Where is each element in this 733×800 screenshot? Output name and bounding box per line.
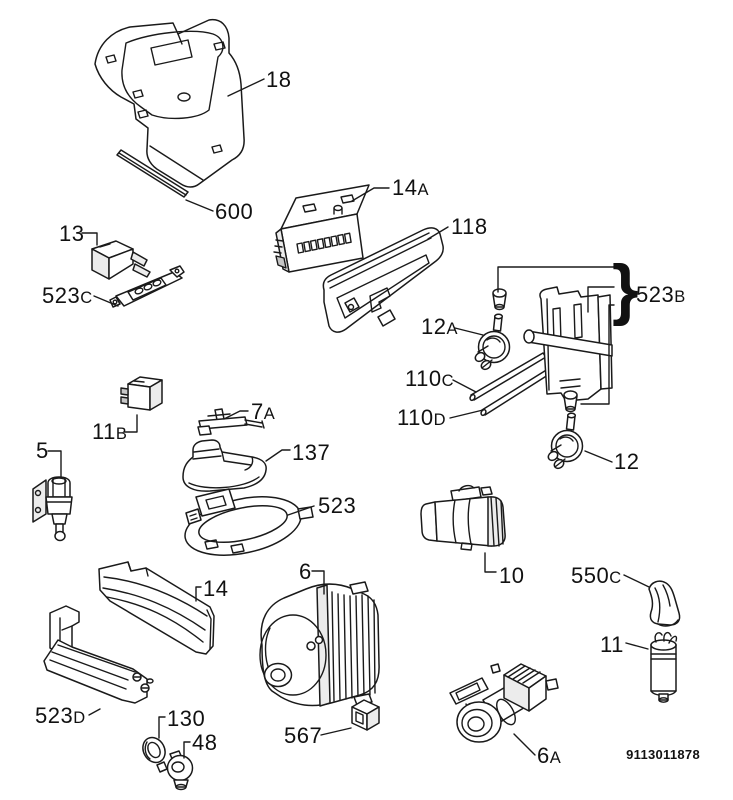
leader-14 <box>195 586 202 602</box>
label-18: 18 <box>266 67 291 92</box>
label-118: 118 <box>451 214 488 239</box>
part-12-solenoid-valve <box>547 412 584 470</box>
leader-137 <box>265 449 291 462</box>
label-523b: 523B <box>636 282 686 307</box>
label-523: 523 <box>318 493 356 518</box>
part-14-side-panel <box>98 561 215 655</box>
part-5-valve <box>32 476 73 542</box>
part-118-panel-frame <box>322 227 444 333</box>
leader-10 <box>484 552 497 573</box>
label-550c: 550C <box>571 563 622 588</box>
part-10-cylinder-assembly <box>420 484 506 551</box>
label-14: 14 <box>203 576 228 601</box>
label-11b: 11B <box>92 419 127 444</box>
leader-5 <box>47 450 62 478</box>
label-12a: 12A <box>421 314 458 339</box>
label-13: 13 <box>59 221 84 246</box>
part-6a-drain-pump <box>449 663 559 743</box>
part-7a-clip <box>197 408 265 436</box>
part-523-mount-frame <box>184 488 314 556</box>
leader-lines <box>47 78 650 759</box>
label-600: 600 <box>215 199 253 224</box>
part-523b-bracket-assembly <box>492 286 613 413</box>
part-550c-cover-boot <box>648 580 681 627</box>
label-6a: 6A <box>537 743 561 768</box>
part-48-grommet <box>156 750 194 791</box>
part-523d-bracket <box>43 605 154 704</box>
leader-6 <box>311 570 325 595</box>
leader-11b <box>123 414 138 433</box>
label-5: 5 <box>36 438 49 463</box>
leader-18 <box>227 78 265 97</box>
part-18-top-cover <box>94 18 245 188</box>
leader-523c <box>93 295 119 307</box>
label-110c: 110C <box>405 366 454 391</box>
leader-523 <box>287 505 315 516</box>
leader-130 <box>158 716 166 739</box>
leader-11 <box>625 642 649 650</box>
part-labels: 18 600 13 523C 14A 118 } 523B 12A 110C 1… <box>35 67 700 768</box>
leader-14a <box>351 187 390 202</box>
leader-13 <box>81 232 98 246</box>
part-6-motor <box>259 581 380 707</box>
part-130-seal-ring <box>142 736 166 764</box>
part-137-support-wedge <box>182 439 267 492</box>
label-6: 6 <box>299 559 312 584</box>
brace-523b: } <box>612 251 638 327</box>
leader-550c <box>623 574 650 588</box>
leader-7a <box>223 410 249 420</box>
leader-523b-top <box>497 266 615 293</box>
label-11: 11 <box>600 632 624 657</box>
label-14a: 14A <box>392 175 429 200</box>
document-number: 9113011878 <box>626 747 700 762</box>
part-523c-bracket <box>109 265 185 308</box>
part-12a-solenoid-valve <box>474 313 511 371</box>
label-130: 130 <box>167 706 205 731</box>
label-137: 137 <box>292 440 330 465</box>
label-10: 10 <box>499 563 524 588</box>
leader-523d <box>88 708 101 716</box>
part-11b-relay <box>120 376 163 411</box>
leader-600 <box>185 199 214 212</box>
leader-523b-mid <box>587 286 615 313</box>
leader-523b-bottom <box>580 304 615 405</box>
leader-110d <box>449 409 484 419</box>
leader-567 <box>320 727 352 736</box>
leader-12 <box>584 450 613 463</box>
part-14a-control-module <box>273 184 370 273</box>
leader-6a <box>513 733 536 756</box>
leader-110c <box>452 379 477 393</box>
label-48: 48 <box>192 730 217 755</box>
label-523c: 523C <box>42 283 93 308</box>
leader-48 <box>183 741 191 759</box>
label-12: 12 <box>614 449 639 474</box>
part-13-switch <box>91 240 151 280</box>
part-567-connector-block <box>351 699 380 731</box>
label-7a: 7A <box>251 399 275 424</box>
label-567: 567 <box>284 723 322 748</box>
part-11-capacitor <box>650 631 678 703</box>
label-110d: 110D <box>397 405 446 430</box>
leader-12a <box>454 327 484 336</box>
label-523d: 523D <box>35 703 86 728</box>
part-600-trim-strip <box>116 149 189 198</box>
leader-118 <box>427 226 449 240</box>
